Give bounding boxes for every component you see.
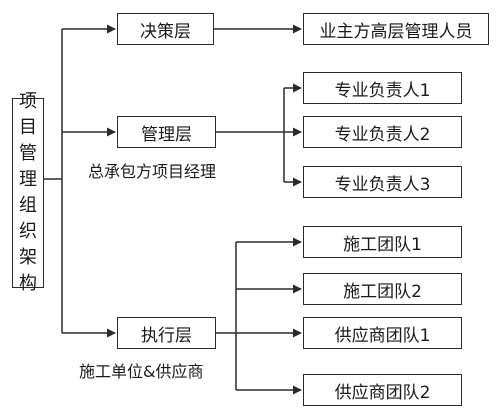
root-char: 理 xyxy=(19,169,37,190)
professional-lead-box: 专业负责人1 xyxy=(303,72,462,104)
construction-team-label: 施工团队2 xyxy=(343,281,422,302)
owner-management-label: 业主方高层管理人员 xyxy=(319,21,473,42)
root-char: 架 xyxy=(19,247,37,268)
professional-lead-label: 专业负责人2 xyxy=(334,124,431,145)
professional-lead-label: 专业负责人3 xyxy=(334,174,431,195)
root-char: 目 xyxy=(19,117,37,138)
execution-level-label: 执行层 xyxy=(141,325,192,346)
supplier-team-label: 供应商团队2 xyxy=(334,382,431,403)
root-char: 组 xyxy=(19,195,37,216)
root-box: 项 目 管 理 组 织 架 构 xyxy=(12,91,44,294)
owner-management-box: 业主方高层管理人员 xyxy=(303,13,489,45)
root-char: 项 xyxy=(19,91,37,112)
management-level-box: 管理层 xyxy=(117,116,216,148)
supplier-team-box: 供应商团队1 xyxy=(303,317,462,349)
management-level-label: 管理层 xyxy=(141,124,192,145)
root-char: 构 xyxy=(19,273,37,294)
supplier-team-label: 供应商团队1 xyxy=(334,325,431,346)
decision-level-box: 决策层 xyxy=(117,13,214,45)
supplier-team-box: 供应商团队2 xyxy=(303,374,462,406)
professional-lead-label: 专业负责人1 xyxy=(334,80,431,101)
root-char: 管 xyxy=(19,143,37,164)
construction-team-box: 施工团队2 xyxy=(303,273,462,305)
professional-lead-box: 专业负责人3 xyxy=(303,166,462,198)
construction-team-box: 施工团队1 xyxy=(303,226,462,258)
execution-level-box: 执行层 xyxy=(117,317,216,349)
execution-caption: 施工单位&供应商 xyxy=(79,362,204,381)
construction-team-label: 施工团队1 xyxy=(343,234,422,255)
professional-lead-box: 专业负责人2 xyxy=(303,116,462,148)
decision-level-label: 决策层 xyxy=(140,21,191,42)
management-caption: 总承包方项目经理 xyxy=(88,162,217,181)
root-char: 织 xyxy=(19,221,37,242)
